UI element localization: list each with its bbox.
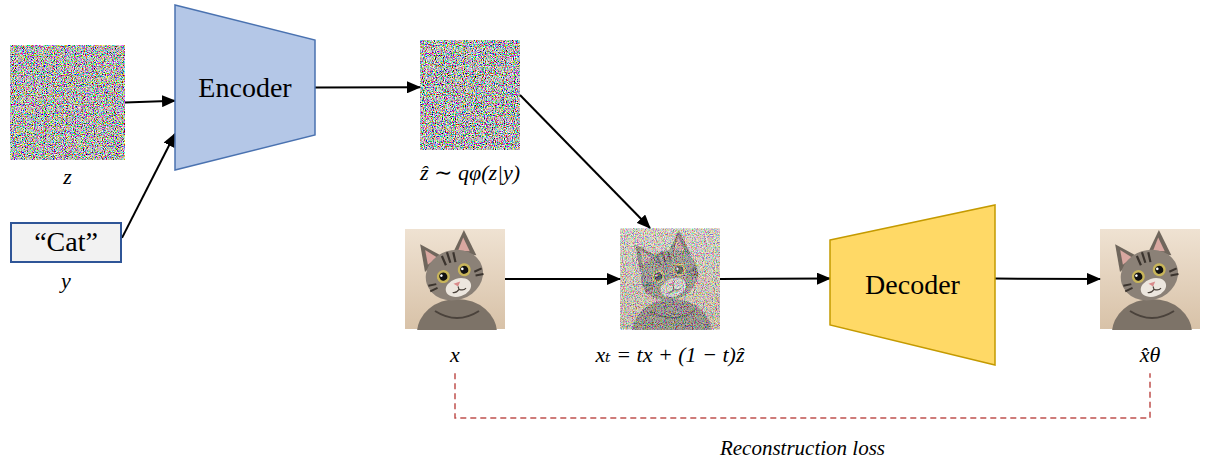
reconstructed-cat-photo [1100,228,1200,367]
flow-arrow [122,134,175,238]
variable-label: xₜ = tx + (1 − t)ẑ [596,342,745,367]
noise-image [10,45,125,160]
noise-image [420,40,520,150]
encoder-block: Encoder [175,5,315,170]
cat-photo [405,228,505,367]
clean-image: x [405,228,505,330]
loss-connector [455,373,1150,418]
flow-arrow [720,278,830,280]
variable-label: z [63,164,72,189]
flow-arrow [315,86,420,88]
trapezoid-outline [830,205,995,365]
flow-arrow [125,101,175,103]
prompt-text: “Cat” [34,227,98,258]
noise-input: z [10,45,125,160]
block-label: Encoder [198,72,291,103]
variable-label: x [450,342,460,367]
trapezoid-outline [175,5,315,170]
variable-label: ẑ ∼ qφ(z|y) [420,160,520,185]
flow-arrow [995,278,1100,280]
text-prompt-box: “Cat”y [10,222,122,263]
block-label: Decoder [865,270,960,301]
latent-noise: ẑ ∼ qφ(z|y) [420,40,520,150]
decoder-block: Decoder [830,205,995,365]
flow-arrow [520,95,650,228]
reconstructed-image: x̂θ [1100,228,1200,330]
variable-label: x̂θ [1140,342,1161,367]
noisy-image: xₜ = tx + (1 − t)ẑ [620,228,720,330]
flow-arrow [505,278,620,280]
variable-label: y [61,268,71,293]
edge-label: Reconstruction loss [717,436,888,460]
